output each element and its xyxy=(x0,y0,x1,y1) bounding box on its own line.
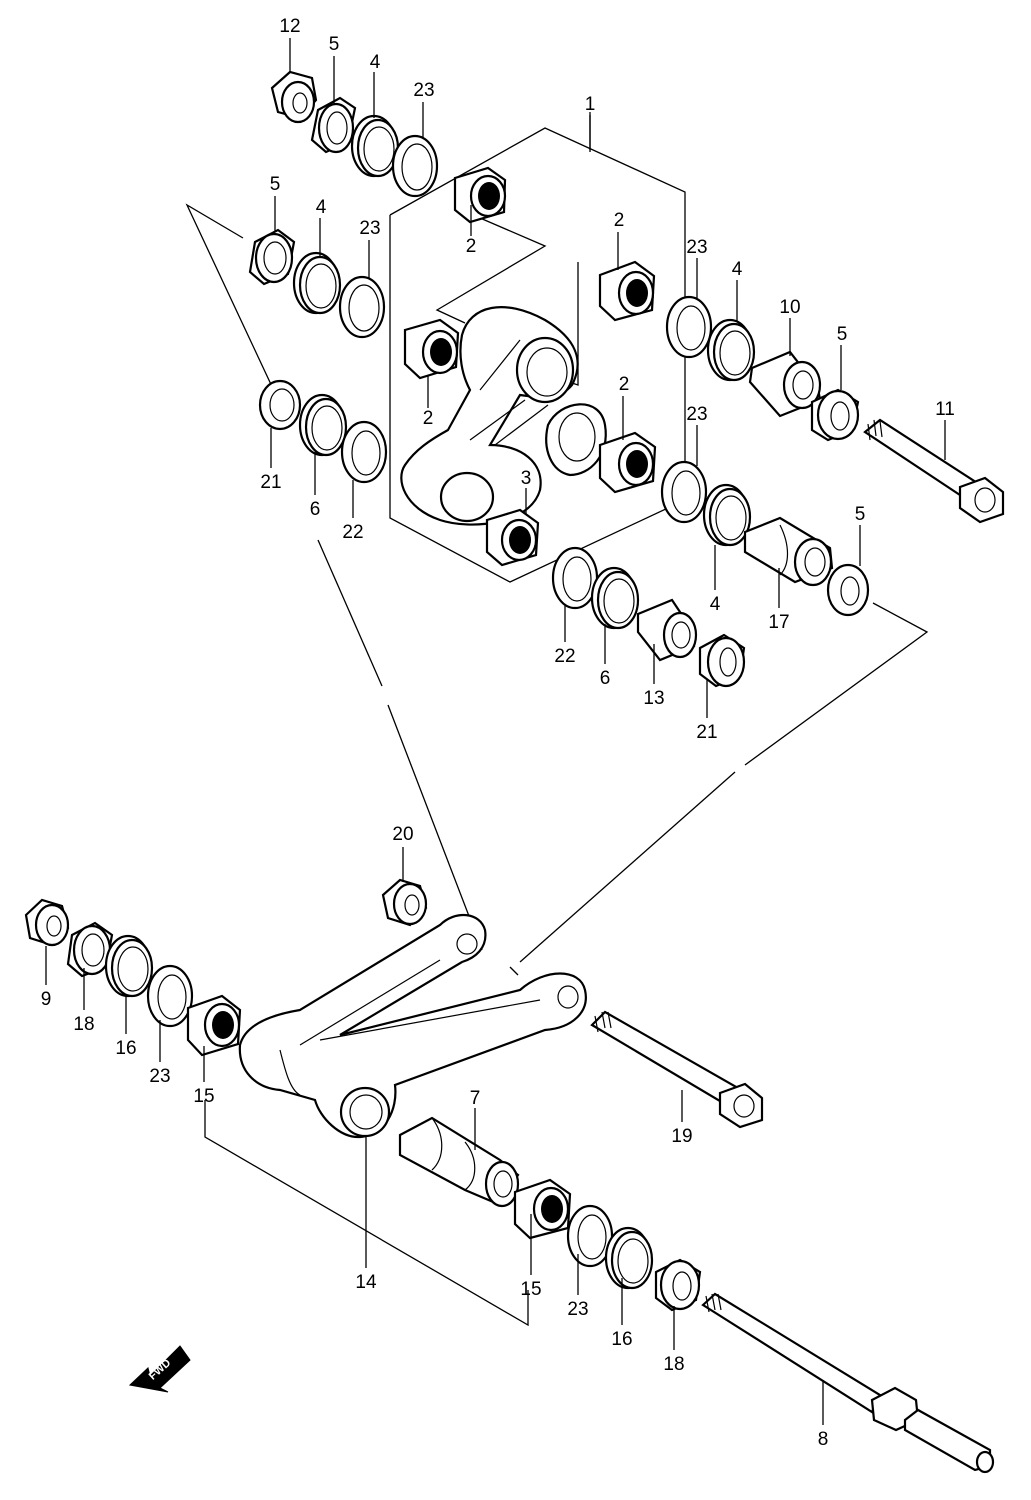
callout-12: 12 xyxy=(279,16,300,37)
callout-16: 16 xyxy=(115,1038,136,1059)
collar-18-right xyxy=(654,1258,702,1312)
callout-15: 15 xyxy=(520,1279,541,1300)
bearing-2-top xyxy=(453,166,507,224)
seal-4-left xyxy=(292,251,342,315)
callout-6: 6 xyxy=(600,668,611,689)
bearing-3 xyxy=(485,508,540,567)
bolt-8 xyxy=(701,1292,995,1474)
callout-5: 5 xyxy=(329,34,340,55)
callout-1: 1 xyxy=(585,94,596,115)
callout-labels: 12 5 4 23 1 5 4 23 2 2 23 4 10 5 2 11 2 … xyxy=(41,16,955,1450)
seal-4-right-middle xyxy=(702,483,752,547)
seal-6-left xyxy=(298,393,348,457)
callout-13: 13 xyxy=(643,688,664,709)
spacer-13 xyxy=(636,598,698,662)
callout-5: 5 xyxy=(837,324,848,345)
washer-23-left xyxy=(338,275,386,339)
collar-5-top xyxy=(310,96,357,154)
washer-23-top xyxy=(391,134,439,198)
nut-12-top xyxy=(270,70,318,124)
callout-5: 5 xyxy=(270,174,281,195)
callout-23: 23 xyxy=(686,404,707,425)
callout-21: 21 xyxy=(260,472,281,493)
bearing-15-left xyxy=(186,994,242,1057)
callout-23: 23 xyxy=(686,237,707,258)
spacer-17 xyxy=(743,516,834,587)
washer-23-lower-left xyxy=(146,964,194,1028)
collar-5-right-upper xyxy=(810,388,860,442)
callout-23: 23 xyxy=(149,1066,170,1087)
callout-22: 22 xyxy=(342,522,363,543)
collar-5-left xyxy=(248,228,296,286)
callout-16: 16 xyxy=(611,1329,632,1350)
spacer-7 xyxy=(398,1116,520,1208)
seal-16-right xyxy=(604,1226,654,1290)
leader-lines xyxy=(45,38,946,1425)
seal-4-top xyxy=(350,114,400,178)
bolt-19 xyxy=(590,1010,764,1129)
bolt-11 xyxy=(863,418,1005,524)
washer-23-right-upper xyxy=(665,295,713,359)
callout-22: 22 xyxy=(554,646,575,667)
nut-20 xyxy=(381,878,428,927)
callout-23: 23 xyxy=(567,1299,588,1320)
callout-18: 18 xyxy=(73,1014,94,1035)
callout-4: 4 xyxy=(316,197,327,218)
callout-19: 19 xyxy=(671,1126,692,1147)
callout-2: 2 xyxy=(466,236,477,257)
bearing-2-left xyxy=(403,318,460,380)
seal-6-right xyxy=(590,566,640,630)
callout-20: 20 xyxy=(392,824,413,845)
callout-4: 4 xyxy=(732,259,743,280)
callout-2: 2 xyxy=(614,210,625,231)
callout-3: 3 xyxy=(521,468,532,489)
seal-16-left xyxy=(104,934,154,998)
callout-6: 6 xyxy=(310,499,321,520)
callout-9: 9 xyxy=(41,989,52,1010)
bearing-2-right-bottom xyxy=(598,431,657,494)
washer-22-left xyxy=(340,420,388,484)
collar-5-right-middle xyxy=(826,563,870,617)
forward-direction-arrow: FWD xyxy=(128,1345,191,1393)
spacer-10 xyxy=(748,350,822,418)
callout-2: 2 xyxy=(619,374,630,395)
callout-2: 2 xyxy=(423,408,434,429)
bearing-15-right xyxy=(513,1178,572,1240)
callout-8: 8 xyxy=(818,1429,829,1450)
collar-21-left xyxy=(258,379,302,431)
callout-5: 5 xyxy=(855,504,866,525)
collar-18-left xyxy=(66,921,114,978)
callout-4: 4 xyxy=(370,52,381,73)
callout-21: 21 xyxy=(696,722,717,743)
washer-22-right xyxy=(551,546,599,610)
callout-11: 11 xyxy=(935,399,955,420)
washer-23-right-middle xyxy=(660,460,708,524)
callout-23: 23 xyxy=(413,80,434,101)
callout-10: 10 xyxy=(779,297,800,318)
callout-7: 7 xyxy=(470,1088,481,1109)
cushion-rod-14 xyxy=(238,913,587,1139)
nut-9 xyxy=(24,898,70,947)
callout-4: 4 xyxy=(710,594,721,615)
seal-4-right-upper xyxy=(706,318,756,382)
collar-21-right xyxy=(698,633,746,688)
callout-17: 17 xyxy=(768,612,789,633)
bearing-2-right-top xyxy=(598,260,656,322)
callout-23: 23 xyxy=(359,218,380,239)
callout-15: 15 xyxy=(193,1086,214,1107)
callout-14: 14 xyxy=(355,1272,377,1293)
callout-18: 18 xyxy=(663,1354,684,1375)
parts-artwork: FWD xyxy=(24,70,1005,1474)
